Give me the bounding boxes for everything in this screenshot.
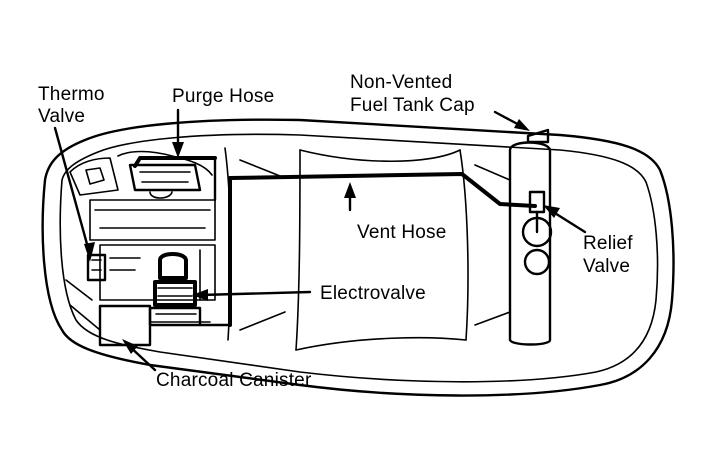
purge-hose-label: Purge Hose <box>172 86 275 107</box>
fuel-cap-label-line2: Fuel Tank Cap <box>350 95 475 116</box>
purge-hose-line <box>133 156 217 202</box>
vent-hose-line <box>198 172 537 327</box>
relief-valve-label-line1: Relief <box>583 233 633 254</box>
vent-hose-label: Vent Hose <box>357 222 447 243</box>
electrovalve-label: Electrovalve <box>320 283 426 304</box>
charcoal-canister-shape <box>98 304 211 347</box>
fuel-cap-label-line1: Non-Vented <box>350 72 453 93</box>
car-body <box>41 118 675 397</box>
engine-components <box>86 150 216 327</box>
charcoal-canister-label: Charcoal Canister <box>156 370 312 391</box>
leader-arrows <box>53 108 587 372</box>
fuel-tank-shape <box>508 128 553 346</box>
thermo-valve-label-line1: Thermo <box>38 84 105 105</box>
relief-valve-label-line2: Valve <box>583 256 631 277</box>
thermo-valve-label-line2: Valve <box>38 106 86 127</box>
